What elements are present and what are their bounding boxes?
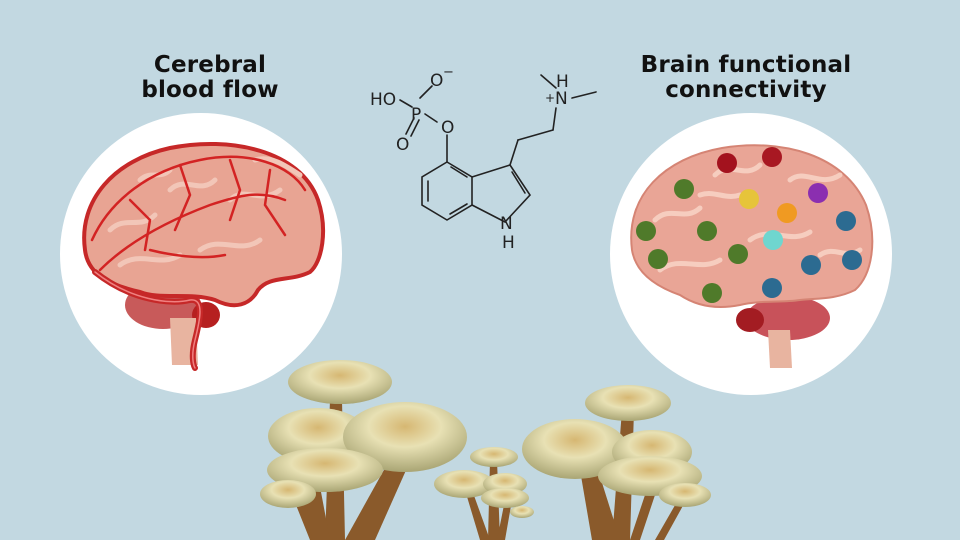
connectivity-dot (728, 244, 748, 264)
atom-h-amine: H (556, 72, 569, 92)
title-line-1: Cerebral (153, 52, 267, 78)
connectivity-dot (808, 183, 828, 203)
atom-o-minus: O (430, 71, 443, 91)
atom-nh-n: N (500, 214, 513, 234)
connectivity-dot (674, 179, 694, 199)
atom-n-plus: N (555, 89, 568, 109)
connectivity-dot (777, 203, 797, 223)
connectivity-dot (763, 230, 783, 250)
connectivity-dot (801, 255, 821, 275)
connectivity-dot (636, 221, 656, 241)
title-line-1: Brain functional (640, 52, 852, 78)
atom-o-ester: O (441, 118, 454, 138)
connectivity-dot (836, 211, 856, 231)
charge-plus: + (545, 91, 555, 105)
connectivity-dot (717, 153, 737, 173)
charge-minus: − (443, 65, 454, 80)
connectivity-dot (762, 147, 782, 167)
connectivity-dot (842, 250, 862, 270)
title-line-2: blood flow (141, 77, 279, 103)
atom-ho: HO (370, 90, 396, 110)
connectivity-dot (697, 221, 717, 241)
connectivity-dot (648, 249, 668, 269)
atom-o-double: O (396, 135, 409, 155)
atom-p: P (411, 105, 421, 125)
cerebral-blood-flow-title: Cerebral blood flow (115, 53, 305, 103)
atom-nh-h: H (502, 233, 515, 253)
brain-functional-connectivity-title: Brain functional connectivity (628, 53, 864, 103)
connectivity-dot (739, 189, 759, 209)
connectivity-dot (702, 283, 722, 303)
connectivity-dot (762, 278, 782, 298)
title-line-2: connectivity (665, 77, 827, 103)
